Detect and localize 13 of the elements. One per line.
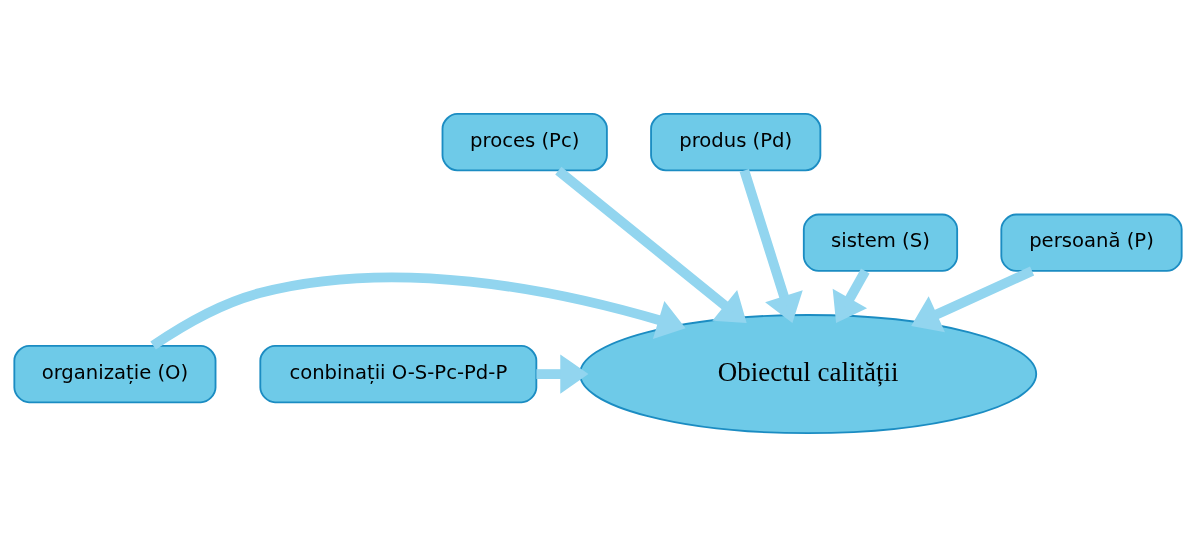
node-box: conbinații O-S-Pc-Pd-P [259, 344, 538, 403]
arrow [832, 268, 870, 323]
node-box: produs (Pd) [650, 112, 822, 171]
arrow [555, 166, 747, 323]
node-box: sistem (S) [802, 213, 959, 272]
arrow [536, 353, 589, 394]
node-ellipse: Obiectul calității [579, 313, 1038, 434]
node-box: persoană (P) [1000, 213, 1183, 272]
arrow [150, 272, 686, 350]
arrow [911, 266, 1035, 332]
node-box: organizație (O) [13, 344, 217, 403]
arrow [739, 168, 803, 323]
node-box: proces (Pc) [441, 112, 608, 171]
